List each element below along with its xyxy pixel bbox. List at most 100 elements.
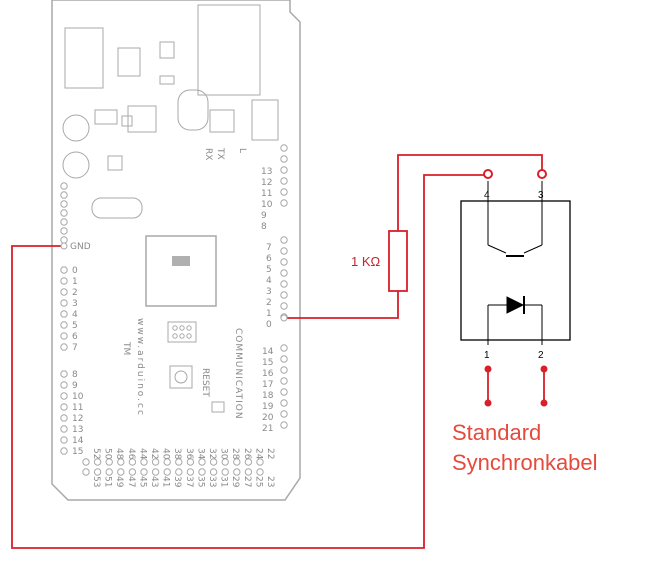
bottom-pin-label: 29 xyxy=(230,476,240,488)
bottom-pin xyxy=(233,468,241,476)
left-pin-label: 5 xyxy=(72,321,78,331)
right-pin-label: 8 xyxy=(261,222,267,232)
left-pin xyxy=(60,200,68,208)
left-pin xyxy=(60,321,68,329)
left-pin xyxy=(60,227,68,235)
right-pin xyxy=(280,236,288,244)
bottom-pin xyxy=(82,458,90,466)
right-pin xyxy=(280,258,288,266)
left-pin-label: 12 xyxy=(72,414,83,424)
right-pin xyxy=(280,302,288,310)
bottom-pin-label: 24 xyxy=(253,448,263,460)
right-pin xyxy=(280,166,288,174)
bottom-pin-label: 42 xyxy=(149,448,159,459)
right-pin-label: 16 xyxy=(262,369,274,379)
left-pin-label: 13 xyxy=(72,425,83,435)
right-pin xyxy=(280,421,288,429)
bottom-pin xyxy=(186,468,195,476)
left-pin xyxy=(60,332,68,340)
resistor-label: 1 KΩ xyxy=(351,254,381,269)
bottom-pin-label: 35 xyxy=(195,476,205,487)
right-pin xyxy=(280,344,288,352)
optocoupler xyxy=(460,181,571,345)
left-pin-label: 15 xyxy=(72,447,83,457)
left-pin xyxy=(60,414,68,422)
bottom-pin-label: 53 xyxy=(91,476,101,487)
left-pin-label: 6 xyxy=(72,332,78,342)
bottom-pin-label: 43 xyxy=(149,476,159,487)
left-pin xyxy=(60,381,68,389)
bottom-pin-label: 30 xyxy=(219,448,229,460)
right-pin xyxy=(280,269,288,277)
board-tm: TM xyxy=(121,341,131,355)
right-pin-label: 0 xyxy=(266,320,272,330)
right-pin xyxy=(280,247,288,255)
left-pin xyxy=(60,277,68,285)
bottom-pin-label: 44 xyxy=(137,448,147,460)
right-pin-label: 5 xyxy=(266,265,272,275)
left-pin-label: 9 xyxy=(72,381,78,391)
right-pin-label: 18 xyxy=(262,391,274,401)
bottom-pin-label: 45 xyxy=(137,476,147,487)
right-pin xyxy=(280,155,288,163)
bottom-pin xyxy=(221,468,229,476)
right-pin-label: 4 xyxy=(266,276,272,286)
right-pin xyxy=(280,280,288,288)
bottom-pin xyxy=(105,468,113,476)
bottom-pin-label: 26 xyxy=(242,448,252,460)
bottom-pin-label: 46 xyxy=(126,448,136,460)
opto-pin-2: 2 xyxy=(538,350,544,361)
bottom-pin xyxy=(163,468,171,476)
opto-pin-3: 3 xyxy=(538,190,544,201)
right-pin-label: 10 xyxy=(261,200,273,210)
right-pin xyxy=(280,355,288,363)
bottom-pin xyxy=(105,458,113,466)
bottom-pin xyxy=(82,468,90,476)
right-pin xyxy=(280,144,288,152)
right-pin xyxy=(280,177,288,185)
left-pin xyxy=(60,392,68,400)
right-pin-label: 11 xyxy=(261,189,272,199)
opto-pin-1: 1 xyxy=(484,350,490,361)
bottom-pin-label: 25 xyxy=(253,476,263,487)
left-pin xyxy=(60,370,68,378)
right-pin xyxy=(280,388,288,396)
board-tx: TX xyxy=(215,147,225,160)
right-pin-label: 6 xyxy=(266,254,272,264)
left-pin xyxy=(60,343,68,351)
right-pin-label: 2 xyxy=(266,298,272,308)
bottom-pin-label: 48 xyxy=(114,448,124,460)
bottom-pin xyxy=(198,468,206,476)
bottom-pin xyxy=(233,458,241,466)
cable-label-line2: Synchronkabel xyxy=(452,450,598,475)
right-pin-label: 12 xyxy=(261,178,272,188)
left-pin-label: 14 xyxy=(72,436,84,446)
board-url: www.arduino.cc xyxy=(135,318,145,417)
left-pin xyxy=(60,182,68,190)
bottom-pin-label: 52 xyxy=(91,448,101,459)
right-pin-label: 1 xyxy=(266,309,272,319)
board-rx: RX xyxy=(203,148,213,160)
bottom-pin xyxy=(93,458,102,466)
left-pin xyxy=(60,236,68,244)
bottom-pin-label: 38 xyxy=(172,448,182,460)
bottom-pin-label: 50 xyxy=(103,448,113,460)
bottom-pin-label: 51 xyxy=(103,476,113,487)
right-pin-label: 13 xyxy=(261,167,272,177)
bottom-pin-label: 47 xyxy=(126,476,136,487)
bottom-pin xyxy=(175,468,183,476)
bottom-pin xyxy=(151,458,160,466)
bottom-pin xyxy=(93,468,102,476)
board-comm: COMMUNICATION xyxy=(233,328,243,420)
left-pin xyxy=(60,403,68,411)
right-pin xyxy=(280,399,288,407)
right-pin-label: 21 xyxy=(262,424,273,434)
left-pin-label: 7 xyxy=(72,343,78,353)
left-pin-label: 11 xyxy=(72,403,83,413)
bottom-pin-label: 33 xyxy=(207,476,217,487)
right-pin-label: 3 xyxy=(266,287,272,297)
left-pin-label: 8 xyxy=(72,370,78,380)
